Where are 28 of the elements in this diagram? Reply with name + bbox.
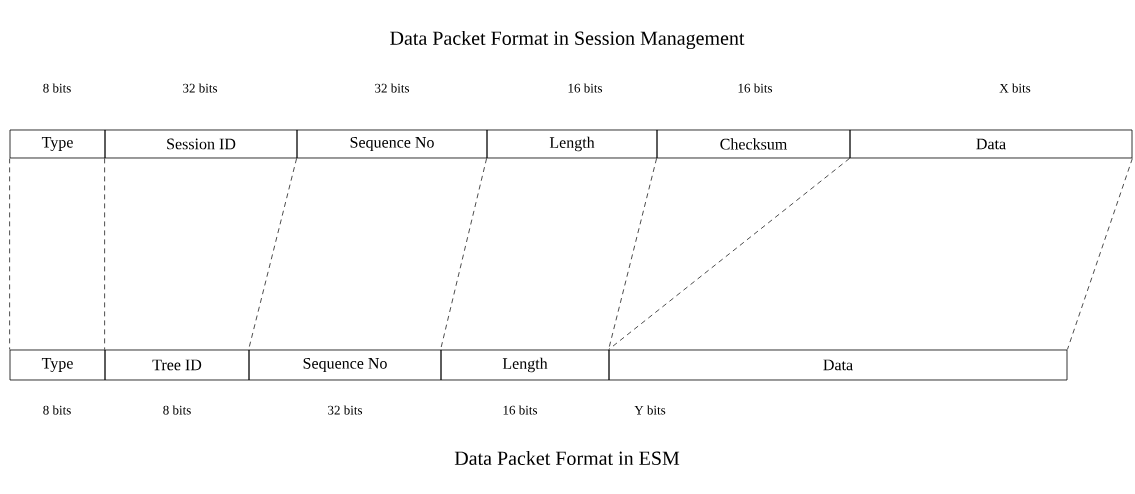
field-cell: Data — [608, 349, 1068, 381]
mapping-line — [104, 158, 105, 350]
field-cell: Sequence No — [296, 129, 488, 159]
bit-width-label: 32 bits — [375, 83, 410, 93]
bit-width-label: 8 bits — [163, 405, 191, 415]
field-cell: Data — [849, 129, 1133, 159]
bit-width-label: 8 bits — [43, 83, 71, 93]
field-cell: Type — [9, 129, 106, 159]
mapping-line — [1067, 158, 1133, 350]
title: Data Packet Format in Session Management — [390, 30, 745, 50]
field-cell: Sequence No — [248, 349, 442, 381]
bit-width-label: 32 bits — [328, 405, 363, 415]
bit-width-label: Y bits — [634, 405, 666, 415]
field-cell: Checksum — [656, 129, 851, 159]
mapping-line — [9, 158, 10, 350]
bit-width-label: 8 bits — [43, 405, 71, 415]
field-cell: Tree ID — [104, 349, 250, 381]
field-cell: Session ID — [104, 129, 298, 159]
mapping-line — [608, 158, 850, 350]
bit-width-label: X bits — [999, 83, 1031, 93]
bit-width-label: 32 bits — [183, 83, 218, 93]
field-cell: Type — [9, 349, 106, 381]
bit-width-label: 16 bits — [568, 83, 603, 93]
field-cell: Length — [486, 129, 658, 159]
bit-width-label: 16 bits — [503, 405, 538, 415]
bit-width-label: 16 bits — [738, 83, 773, 93]
caption: Data Packet Format in ESM — [454, 450, 680, 465]
field-cell: Length — [440, 349, 610, 381]
